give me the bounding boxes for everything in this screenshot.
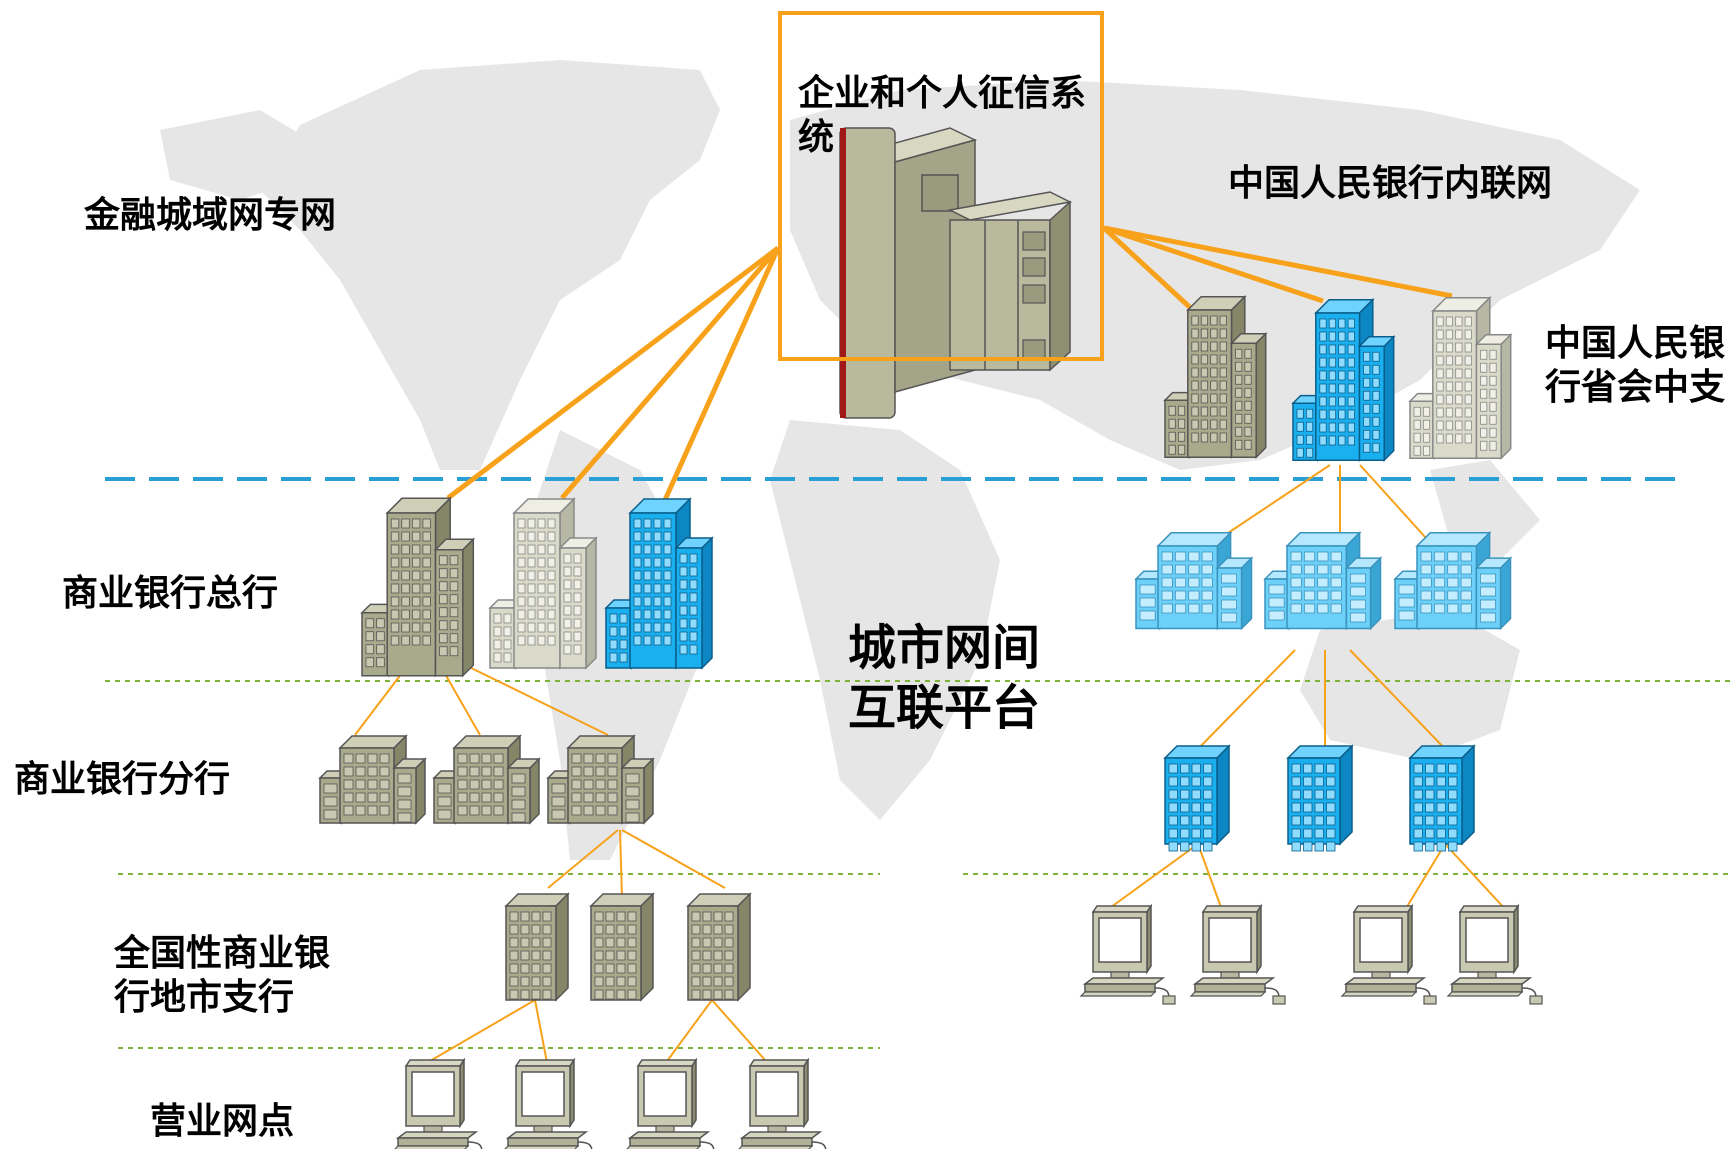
outlet-label: 营业网点 (150, 1101, 295, 1142)
link-credit-pboc-1 (1102, 226, 1198, 315)
interconnect-platform-label: 城市网间互联平台 (848, 620, 1041, 736)
pboc-terminal-icon-4 (1447, 905, 1543, 1005)
pboc-city-building-icon-1 (1134, 530, 1254, 631)
branch-label: 商业银行分行 (14, 759, 231, 800)
branch-building-icon-1 (318, 734, 427, 825)
pboc-intranet-label: 中国人民银行内联网 (1228, 163, 1553, 204)
credit-system-box (778, 11, 1104, 361)
link-credit-hq-2 (560, 246, 780, 500)
credit-system-label: 企业和个人征信系统 (798, 73, 1087, 158)
branch-building-icon-2 (432, 734, 541, 825)
pboc-city-building-icon-3 (1393, 530, 1513, 631)
head-office-building-olive-icon (360, 496, 476, 678)
world-map-background (160, 60, 1640, 860)
sub-branch-tower-icon-3 (686, 892, 752, 1002)
pboc-building-olive-icon (1163, 294, 1268, 460)
head-office-building-light-icon (488, 497, 598, 670)
pboc-terminal-icon-1 (1080, 905, 1176, 1005)
credit-system-links (446, 225, 1453, 502)
outlet-terminal-icon-2 (503, 1059, 599, 1149)
city-network-label: 金融城域网专网 (84, 195, 337, 236)
pboc-building-blue-icon (1291, 297, 1396, 463)
pboc-terminal-icon-3 (1341, 905, 1437, 1005)
branch-building-icon-3 (546, 734, 655, 825)
head-office-building-blue-icon (604, 497, 714, 670)
mainframe-server-icon (839, 127, 1073, 419)
pboc-terminal-icon-2 (1190, 905, 1286, 1005)
link-credit-hq-3 (662, 246, 781, 502)
outlet-terminal-icon-3 (625, 1059, 721, 1149)
outlet-terminal-icon-4 (737, 1059, 833, 1149)
pboc-building-light-icon (1408, 295, 1513, 461)
pboc-county-tower-icon-3 (1408, 744, 1476, 852)
link-credit-hq-1 (446, 246, 780, 500)
pboc-county-tower-icon-1 (1163, 744, 1231, 852)
pboc-county-tower-icon-2 (1286, 744, 1354, 852)
sub-branch-label: 全国性商业银行地市支行 (114, 933, 331, 1018)
pboc-city-building-icon-2 (1263, 530, 1383, 631)
outlet-terminal-icon-1 (393, 1059, 489, 1149)
link-credit-pboc-3 (1103, 225, 1453, 299)
sub-branch-tower-icon-1 (504, 892, 570, 1002)
link-credit-pboc-2 (1103, 225, 1324, 304)
sub-branch-tower-icon-2 (589, 892, 655, 1002)
tier-links (354, 464, 1507, 1069)
head-office-label: 商业银行总行 (62, 573, 279, 614)
pboc-provincial-label: 中国人民银行省会中支 (1545, 323, 1726, 408)
